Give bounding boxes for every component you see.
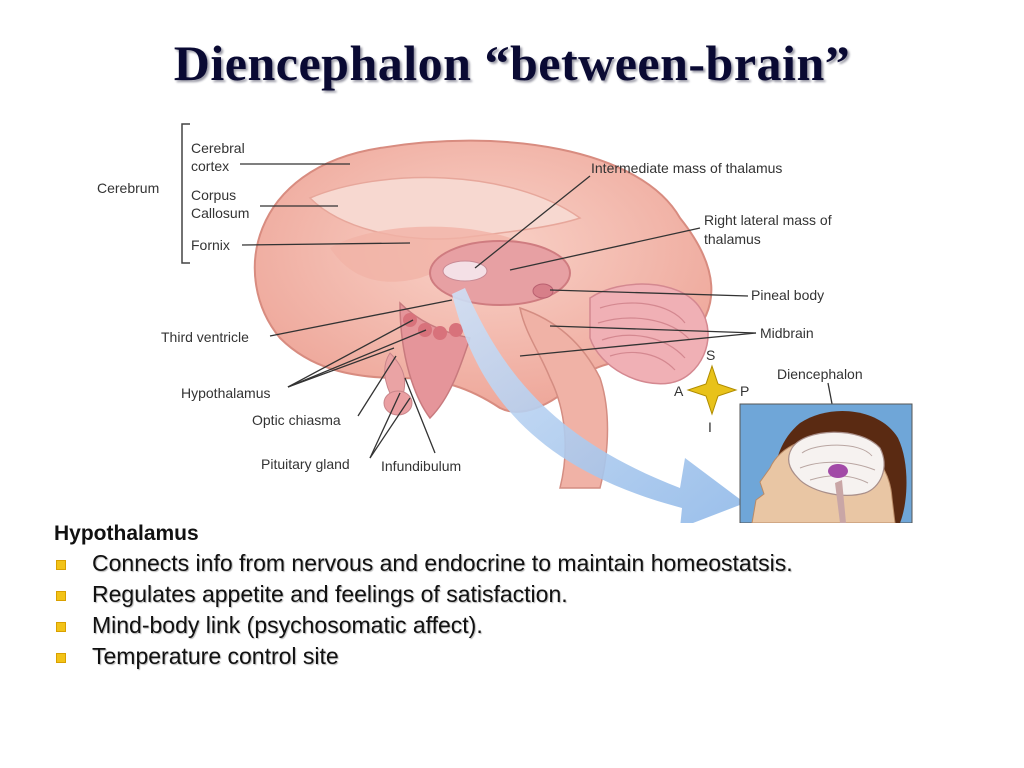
label-pineal-body: Pineal body: [751, 287, 824, 303]
leader-lines: [240, 163, 843, 459]
brain-illustration: Cerebrum Cerebral cortex Corpus Callosum…: [97, 123, 913, 523]
bullets-heading: Hypothalamus: [54, 522, 199, 545]
head-inset: [739, 403, 913, 523]
label-hypothalamus: Hypothalamus: [181, 385, 271, 401]
label-fornix: Fornix: [191, 237, 230, 253]
diencephalon-diagram: Cerebrum Cerebral cortex Corpus Callosum…: [80, 108, 940, 523]
list-item: Regulates appetite and feelings of satis…: [54, 579, 1014, 610]
compass-a-label: A: [674, 383, 684, 399]
label-pituitary-gland: Pituitary gland: [261, 456, 350, 472]
label-corpus-callosum-2: Callosum: [191, 205, 249, 221]
list-item: Connects info from nervous and endocrine…: [54, 548, 1014, 579]
bullet-square-icon: [56, 653, 66, 663]
label-diencephalon: Diencephalon: [777, 366, 863, 382]
label-corpus-callosum-1: Corpus: [191, 187, 236, 203]
compass-i-label: I: [708, 419, 712, 435]
bullet-text: Temperature control site: [92, 643, 339, 669]
bullet-list: Connects info from nervous and endocrine…: [54, 548, 1014, 672]
label-midbrain: Midbrain: [760, 325, 814, 341]
bullet-text: Mind-body link (psychosomatic affect).: [92, 612, 483, 638]
label-cerebral-cortex-1: Cerebral: [191, 140, 245, 156]
bullet-text: Connects info from nervous and endocrine…: [92, 550, 793, 576]
label-right-lateral-mass-1: Right lateral mass of: [704, 212, 832, 228]
pointer-arrow: [452, 288, 745, 523]
label-intermediate-mass: Intermediate mass of thalamus: [591, 160, 782, 176]
label-cerebrum: Cerebrum: [97, 180, 159, 196]
compass-s-label: S: [706, 347, 715, 363]
hypothalamus-notes: Hypothalamus Connects info from nervous …: [54, 522, 1014, 672]
slide-title: Diencephalon “between-brain”: [173, 35, 851, 91]
label-optic-chiasma: Optic chiasma: [252, 412, 341, 428]
bullet-square-icon: [56, 560, 66, 570]
brain-section: [253, 139, 713, 489]
list-item: Temperature control site: [54, 641, 1014, 672]
compass-p-label: P: [740, 383, 749, 399]
label-right-lateral-mass-2: thalamus: [704, 231, 761, 247]
list-item: Mind-body link (psychosomatic affect).: [54, 610, 1014, 641]
label-cerebral-cortex-2: cortex: [191, 158, 229, 174]
bullet-square-icon: [56, 622, 66, 632]
label-infundibulum: Infundibulum: [381, 458, 461, 474]
label-third-ventricle: Third ventricle: [161, 329, 249, 345]
cerebrum-bracket: [181, 123, 190, 264]
orientation-compass: S A P I: [674, 347, 749, 435]
bullet-square-icon: [56, 591, 66, 601]
bullet-text: Regulates appetite and feelings of satis…: [92, 581, 568, 607]
